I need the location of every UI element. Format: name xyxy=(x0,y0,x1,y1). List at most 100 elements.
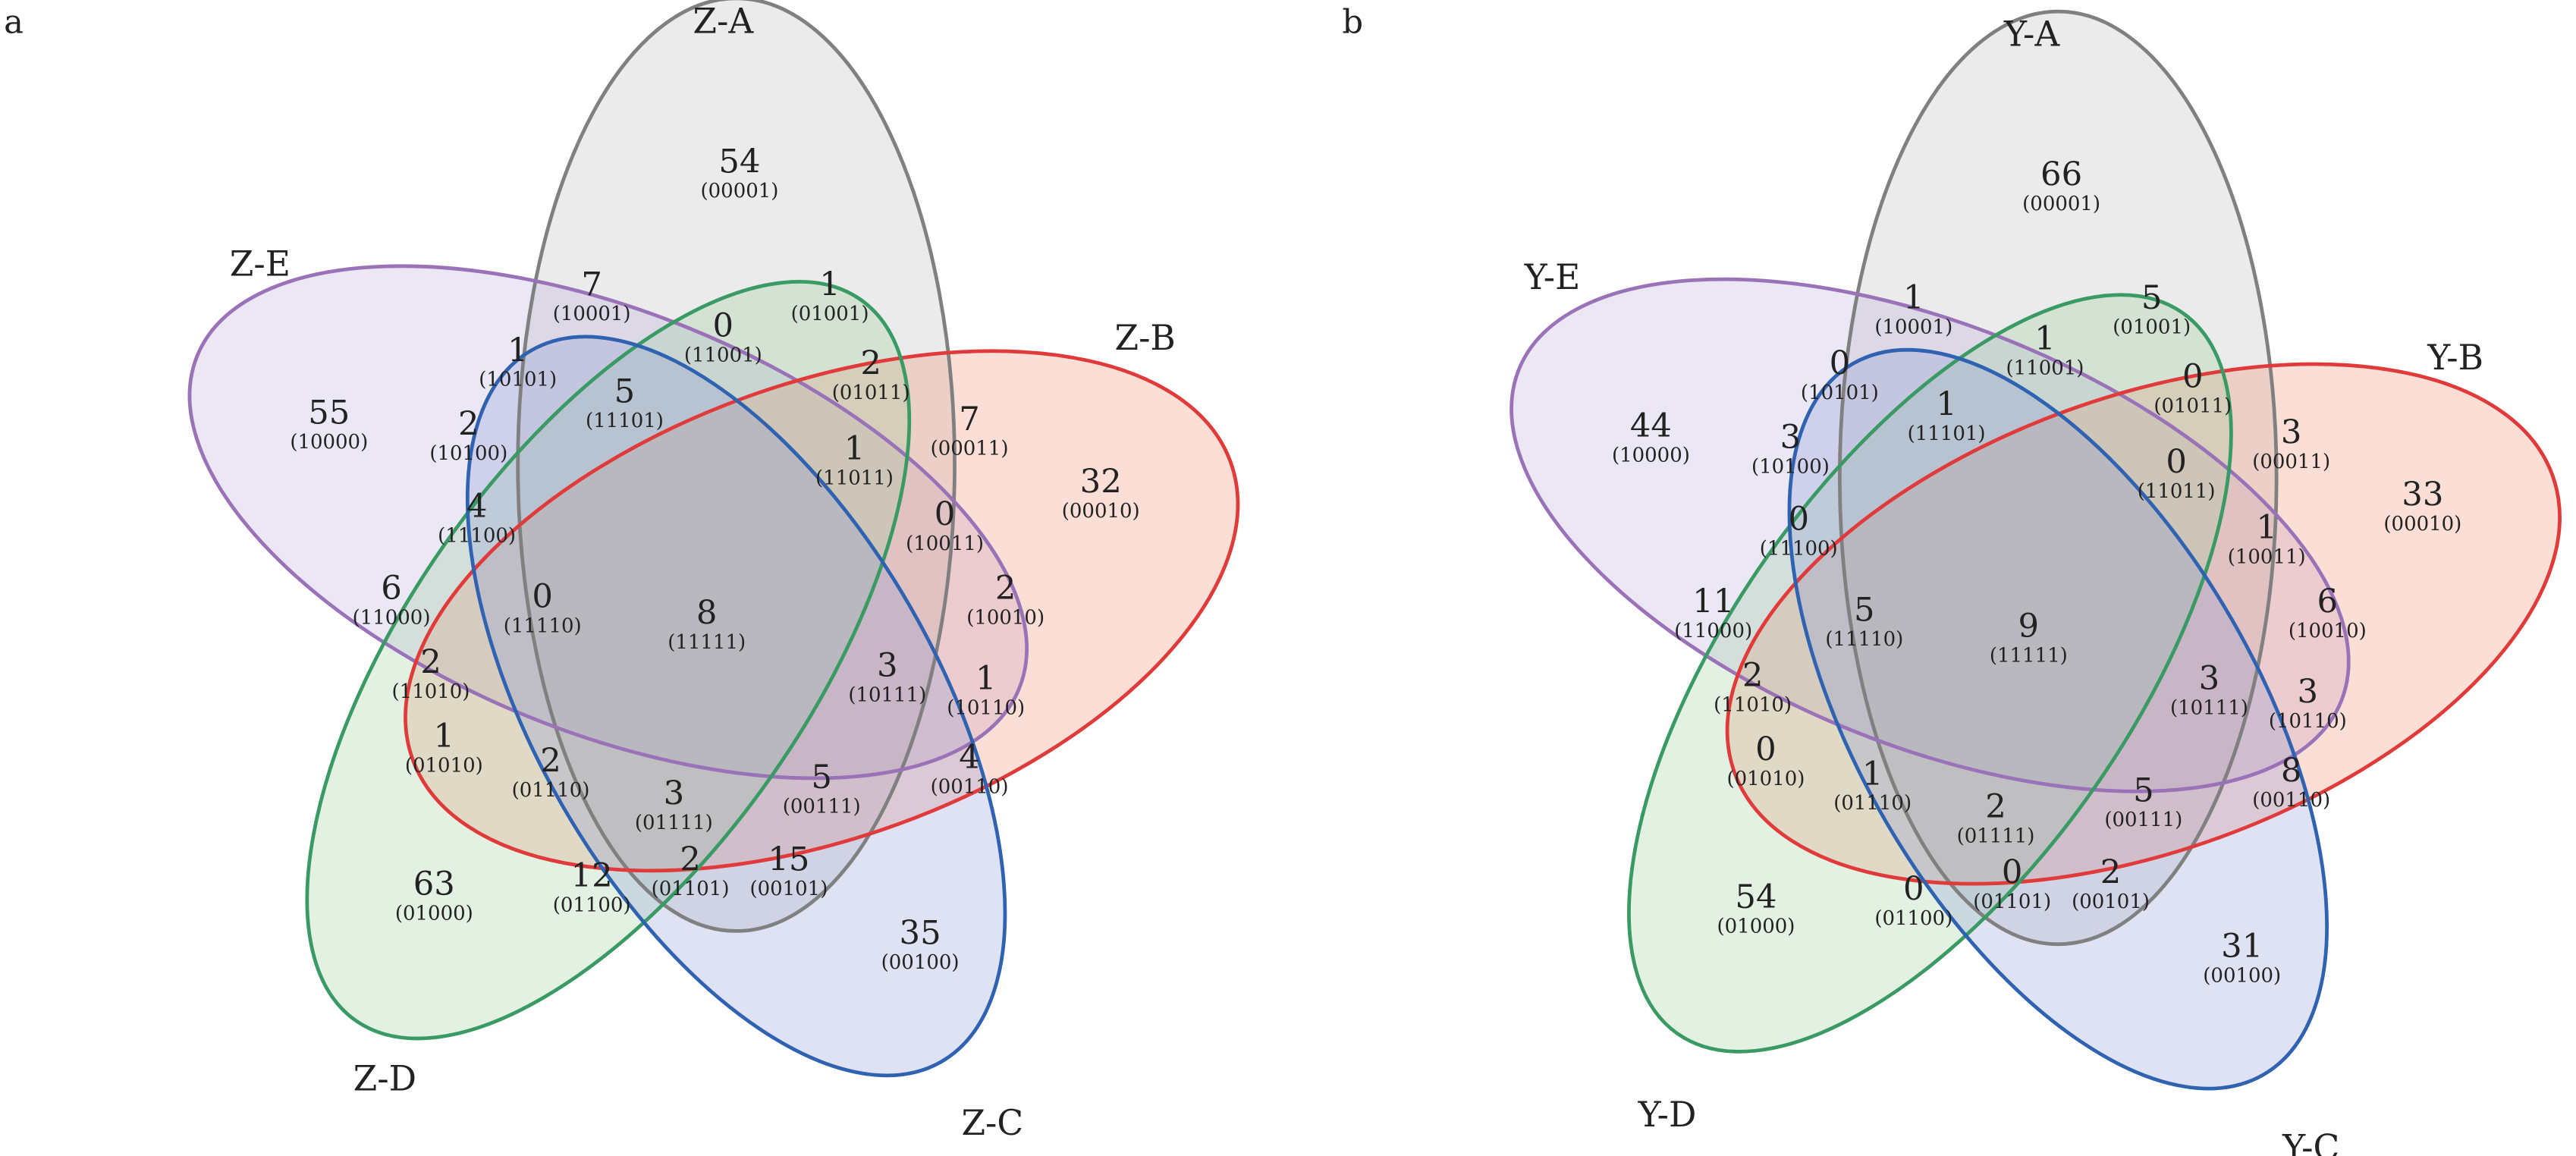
set-label-D: Y-D xyxy=(1638,1095,1697,1135)
set-D-fill xyxy=(1629,294,2232,1052)
region-count: 4 xyxy=(959,739,980,777)
region: 2(10010) xyxy=(966,570,1045,629)
set-A-ellipse xyxy=(1837,9,2279,947)
region: 66(00001) xyxy=(2022,156,2100,215)
region-count: 3 xyxy=(1780,419,1802,457)
region-code: (11010) xyxy=(1714,693,1792,716)
region-code: (10100) xyxy=(429,442,507,465)
region: 1(11101) xyxy=(1908,386,1986,445)
region-code: (11111) xyxy=(1990,644,2068,667)
set-C-fill xyxy=(467,336,1005,1076)
region-code: (10001) xyxy=(553,303,631,325)
region-count: 54 xyxy=(1735,878,1776,916)
region: 0(01010) xyxy=(1727,730,1805,790)
region: 54(01000) xyxy=(1717,878,1795,938)
region-count: 33 xyxy=(2402,476,2443,514)
region-count: 0 xyxy=(1788,501,1809,539)
region-code: (01110) xyxy=(1833,792,1912,815)
region-count: 0 xyxy=(2002,854,2023,892)
region-count: 1 xyxy=(507,331,529,369)
region-count: 3 xyxy=(664,775,685,813)
region-code: (01000) xyxy=(395,902,473,925)
region-count: 6 xyxy=(381,570,402,608)
region: 3(01111) xyxy=(635,775,713,834)
region: 5(11110) xyxy=(1825,591,1903,650)
region-count: 5 xyxy=(614,372,636,410)
region-code: (00101) xyxy=(749,878,828,900)
region-code: (11101) xyxy=(586,410,664,432)
region: 33(00010) xyxy=(2383,476,2461,536)
region: 9(11111) xyxy=(1990,608,2068,667)
panel-letter: b xyxy=(1342,3,1363,41)
region-count: 1 xyxy=(434,718,455,755)
set-D-fill xyxy=(306,281,909,1039)
region-code: (01100) xyxy=(553,894,631,916)
region-code: (10000) xyxy=(1612,444,1690,466)
region-count: 1 xyxy=(2034,320,2056,358)
region-code: (11000) xyxy=(1674,620,1752,642)
region-code: (01101) xyxy=(652,878,730,900)
region-count: 7 xyxy=(959,401,980,438)
region: 0(01100) xyxy=(1874,870,1952,929)
region-count: 55 xyxy=(308,394,350,432)
region-code: (10101) xyxy=(1801,382,1879,404)
region-code: (10010) xyxy=(966,607,1045,630)
region: 6(11000) xyxy=(353,570,431,629)
region-count: 3 xyxy=(2298,674,2319,712)
region-code: (10000) xyxy=(290,431,368,454)
region-code: (11110) xyxy=(504,614,582,637)
region: 1(11001) xyxy=(2006,320,2084,379)
set-label-B: Z-B xyxy=(1114,318,1175,358)
region: 5(00111) xyxy=(783,759,861,818)
region-count: 3 xyxy=(877,647,898,685)
region: 8(00110) xyxy=(2252,752,2330,811)
region-code: (10101) xyxy=(479,369,557,391)
region: 6(10010) xyxy=(2289,583,2367,642)
region: 15(00101) xyxy=(749,840,828,900)
region-code: (10110) xyxy=(2269,710,2347,733)
region-count: 0 xyxy=(1755,730,1776,768)
region-code: (10110) xyxy=(947,697,1025,720)
region-code: (10001) xyxy=(1874,316,1952,338)
region-count: 2 xyxy=(860,345,881,383)
set-B-fill xyxy=(405,350,1238,871)
set-D-ellipse xyxy=(1627,293,2233,1054)
region-count: 0 xyxy=(713,307,734,345)
set-D-ellipse xyxy=(305,280,912,1041)
set-A-fill xyxy=(1839,11,2277,944)
region: 44(10000) xyxy=(1612,407,1690,466)
region-code: (00110) xyxy=(931,776,1009,799)
set-B-ellipse xyxy=(404,349,1240,873)
region-count: 2 xyxy=(1985,788,2006,826)
region: 2(01110) xyxy=(512,742,590,801)
region: 1(01001) xyxy=(791,266,869,325)
region-count: 32 xyxy=(1080,463,1122,501)
region-count: 63 xyxy=(413,865,455,903)
region: 55(10000) xyxy=(290,394,368,454)
region: 2(01011) xyxy=(832,345,910,404)
region-code: (01101) xyxy=(1973,891,2051,913)
region: 0(11100) xyxy=(1760,501,1838,560)
region-code: (11100) xyxy=(1760,538,1838,561)
region-count: 0 xyxy=(532,578,553,616)
region-code: (01111) xyxy=(1957,825,2035,848)
region: 0(11001) xyxy=(684,307,762,366)
region-count: 9 xyxy=(2018,608,2040,646)
region-code: (01001) xyxy=(791,303,869,325)
set-E-ellipse xyxy=(187,264,1029,781)
set-label-C: Z-C xyxy=(961,1103,1023,1143)
region-count: 35 xyxy=(900,915,941,953)
region-code: (11011) xyxy=(815,467,894,490)
region-count: 5 xyxy=(2133,771,2154,809)
region-code: (00001) xyxy=(2022,193,2100,215)
region-count: 2 xyxy=(680,840,701,878)
region: 7(00011) xyxy=(931,401,1009,460)
region-code: (00110) xyxy=(2252,789,2330,812)
region-count: 0 xyxy=(1830,345,1851,383)
region-code: (11110) xyxy=(1825,628,1903,651)
region-count: 0 xyxy=(2182,358,2204,396)
set-label-C: Y-C xyxy=(2282,1127,2339,1156)
region-count: 1 xyxy=(844,430,865,468)
region-count: 1 xyxy=(1903,279,1924,317)
region-count: 11 xyxy=(1692,583,1734,620)
